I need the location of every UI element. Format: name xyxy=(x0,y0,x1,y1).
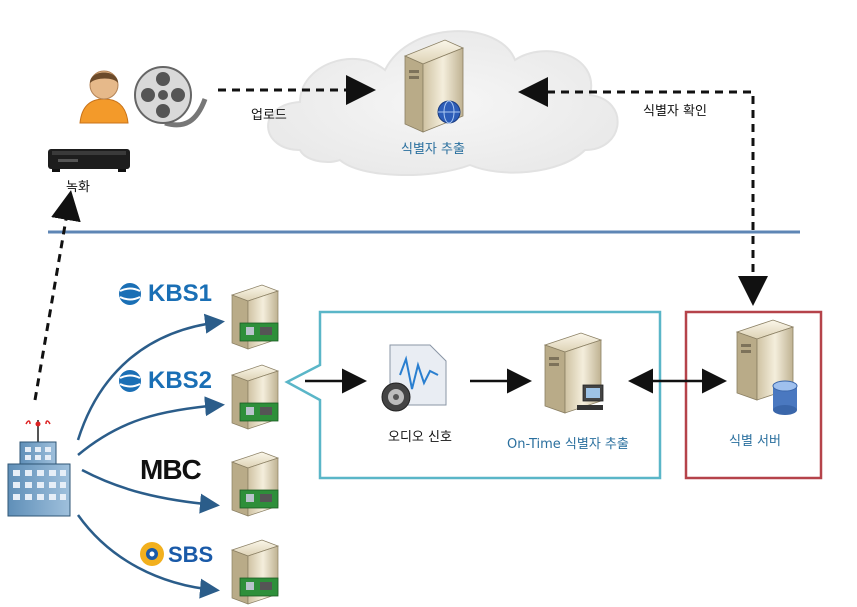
id-server-icon xyxy=(735,319,798,415)
curve-kbs1 xyxy=(76,313,225,441)
curve-kbs2 xyxy=(77,396,225,456)
ontime-server-icon xyxy=(543,332,604,414)
curve-sbs xyxy=(76,514,220,599)
kbs1-logo: KBS1 xyxy=(148,280,213,307)
id-server-label: 식별 서버 xyxy=(729,434,781,449)
recorder-label: 녹화 xyxy=(66,180,90,195)
server-kbs1-icon xyxy=(230,284,280,350)
broadcast-building-icon xyxy=(7,420,71,517)
mbc-logo: MBC xyxy=(140,454,202,485)
upload-label: 업로드 xyxy=(251,108,287,123)
cloud-server-icon xyxy=(403,39,465,133)
sbs-logo: SBS xyxy=(168,542,214,567)
broadcast-curves xyxy=(76,313,225,599)
audio-signal-icon xyxy=(381,344,447,412)
person-icon xyxy=(79,70,129,124)
audio-signal-label: 오디오 신호 xyxy=(388,430,452,445)
curve-mbc xyxy=(81,468,220,514)
ontime-extract-label: On-Time 식별자 추출 xyxy=(507,437,629,452)
film-reel-icon xyxy=(134,66,208,128)
server-mbc-icon xyxy=(230,451,280,517)
database-icon xyxy=(772,380,798,415)
kbs2-logo: KBS2 xyxy=(148,367,213,394)
server-sbs-icon xyxy=(230,539,280,605)
confirm-label: 식별자 확인 xyxy=(643,104,707,119)
kbs1-emblem xyxy=(119,283,141,305)
server-kbs2-icon xyxy=(230,364,280,430)
cloud-server-label: 식별자 추출 xyxy=(401,142,465,157)
record-arrow xyxy=(33,190,81,401)
process-box xyxy=(284,310,662,480)
kbs2-emblem xyxy=(119,370,141,392)
recorder-icon xyxy=(48,149,130,172)
sbs-emblem xyxy=(140,542,164,566)
